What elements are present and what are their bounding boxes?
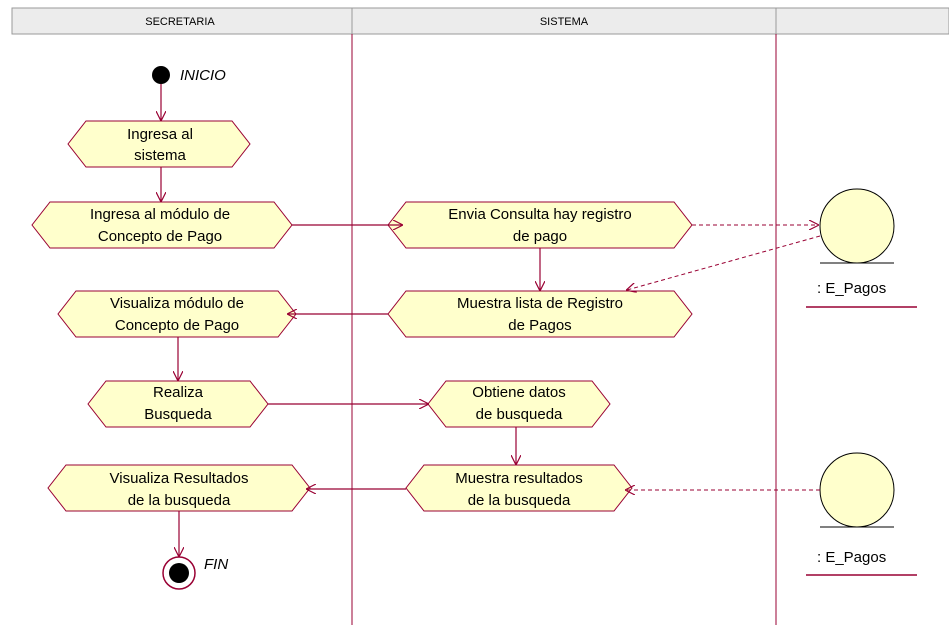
- activity-ingresa-modulo[interactable]: Ingresa al módulo de Concepto de Pago: [31, 201, 293, 249]
- end-label: FIN: [204, 556, 228, 573]
- activity-label-line2: de Pagos: [508, 317, 571, 334]
- entity-e-pagos-1[interactable]: : E_Pagos: [806, 188, 917, 308]
- activity-label-line2: de pago: [513, 228, 567, 245]
- activity-label-line1: Muestra lista de Registro: [457, 295, 623, 312]
- end-node: [162, 556, 196, 590]
- activity-label-line1: Ingresa al módulo de: [90, 206, 230, 223]
- activity-label-line2: de la busqueda: [128, 492, 231, 509]
- activity-visualiza-resultados[interactable]: Visualiza Resultados de la busqueda: [47, 464, 311, 512]
- activity-label-line1: Realiza: [153, 384, 204, 401]
- flow-arrows: [161, 84, 540, 556]
- activity-label-line1: Obtiene datos: [472, 384, 565, 401]
- activity-label-line1: Visualiza módulo de: [110, 295, 244, 312]
- activity-visualiza-modulo[interactable]: Visualiza módulo de Concepto de Pago: [57, 290, 297, 338]
- lane-title-secretaria: SECRETARIA: [145, 16, 215, 28]
- activity-muestra-lista[interactable]: Muestra lista de Registro de Pagos: [387, 290, 693, 338]
- activity-muestra-resultados[interactable]: Muestra resultados de la busqueda: [405, 464, 633, 512]
- dflow-entity-to-lista: [627, 235, 821, 290]
- activity-realiza-busqueda[interactable]: Realiza Busqueda: [87, 380, 269, 428]
- start-label: INICIO: [180, 67, 226, 84]
- activity-ingresa-sistema[interactable]: Ingresa al sistema: [67, 120, 251, 168]
- activity-label-line1: Envia Consulta hay registro: [448, 206, 631, 223]
- activity-label-line2: de la busqueda: [468, 492, 571, 509]
- activity-label-line2: Concepto de Pago: [115, 317, 239, 334]
- activity-label-line2: Concepto de Pago: [98, 228, 222, 245]
- activity-envia-consulta[interactable]: Envia Consulta hay registro de pago: [387, 201, 693, 249]
- activity-label-line2: de busqueda: [476, 406, 563, 423]
- activity-label-line1: Muestra resultados: [455, 470, 583, 487]
- swimlane-header: SECRETARIA SISTEMA: [11, 7, 949, 35]
- activity-label-line2: sistema: [134, 147, 186, 164]
- lane-title-sistema: SISTEMA: [540, 16, 589, 28]
- activity-label-line1: Ingresa al: [127, 126, 193, 143]
- activity-obtiene-datos[interactable]: Obtiene datos de busqueda: [427, 380, 611, 428]
- object-flows: [626, 225, 821, 490]
- entity-e-pagos-2[interactable]: : E_Pagos: [806, 452, 917, 576]
- activity-label-line2: Busqueda: [144, 406, 212, 423]
- entity-label: : E_Pagos: [817, 280, 886, 297]
- entity-label: : E_Pagos: [817, 549, 886, 566]
- start-node: [152, 66, 170, 84]
- activity-label-line1: Visualiza Resultados: [110, 470, 249, 487]
